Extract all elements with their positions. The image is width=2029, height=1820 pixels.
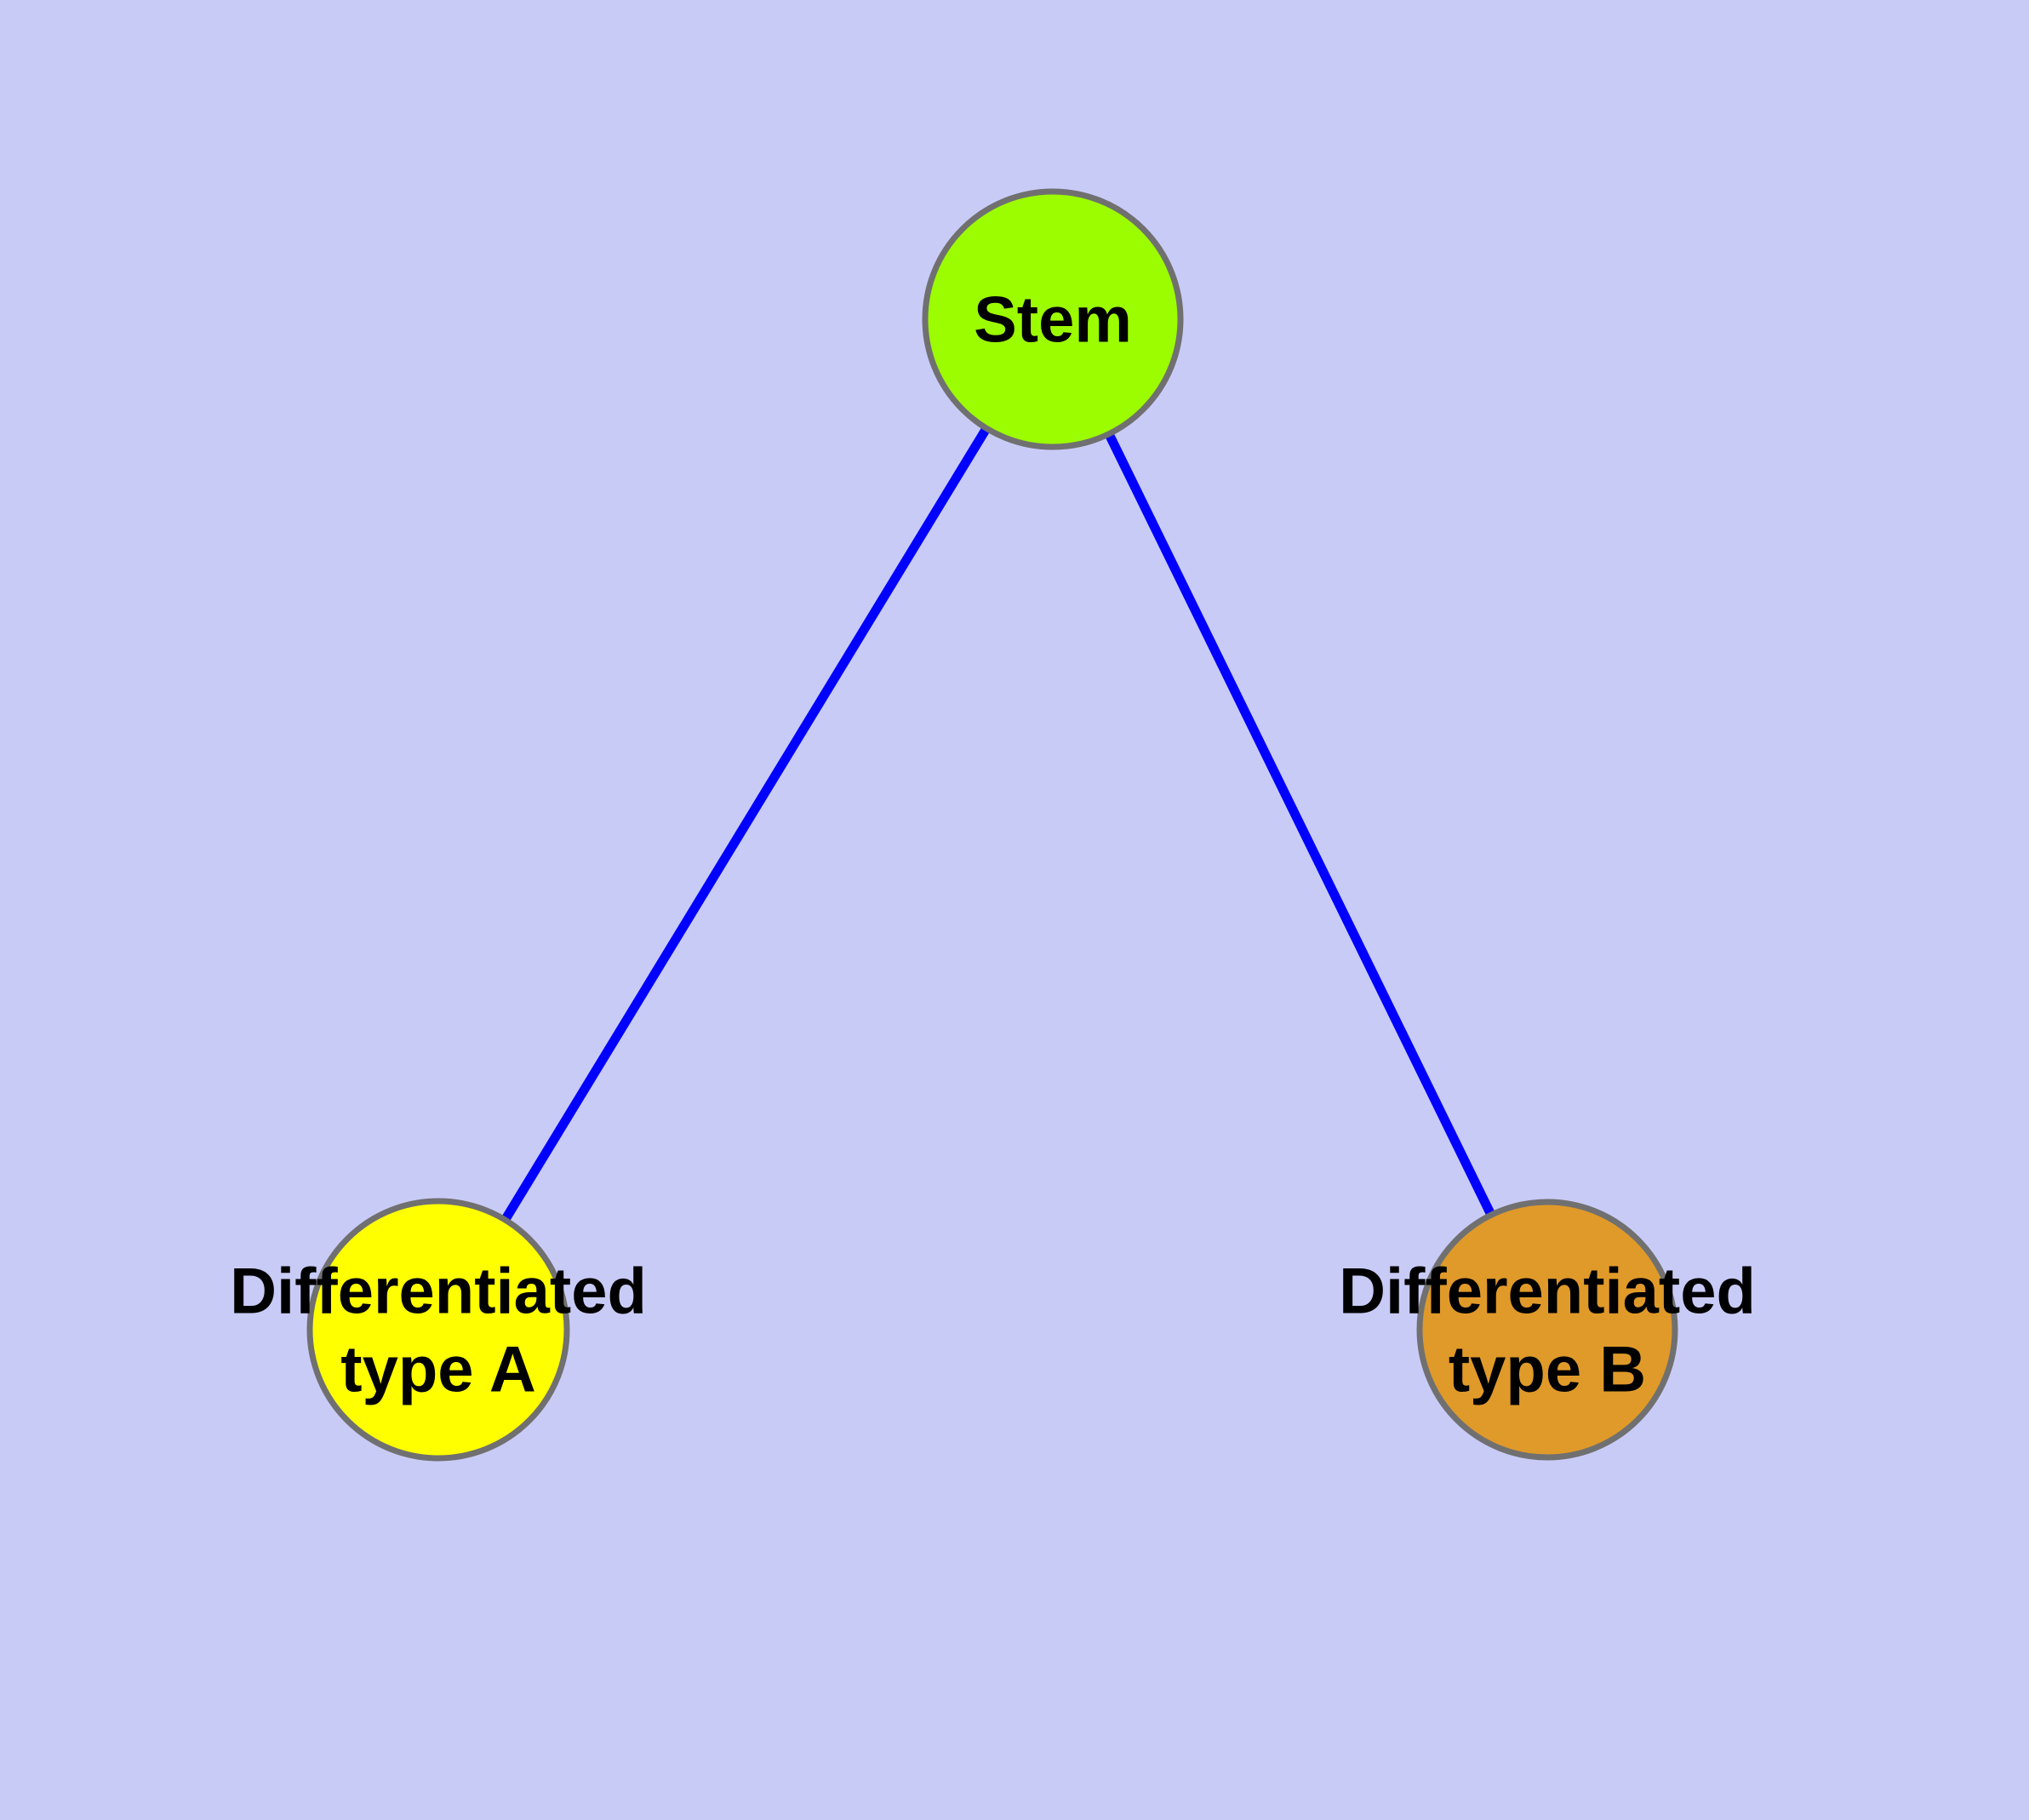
graph-edge-stem-to-b <box>1106 434 1495 1215</box>
node-label-diff_a-line-0: Differentiated <box>230 1256 647 1328</box>
edges-layer <box>502 427 1495 1221</box>
node-label-stem-line-0: Stem <box>974 284 1132 357</box>
node-label-diff_b-line-0: Differentiated <box>1339 1256 1756 1328</box>
node-circle-diff_a[interactable] <box>306 1198 570 1462</box>
node-circle-stem[interactable] <box>922 188 1184 450</box>
graph-edge-stem-to-a <box>502 427 990 1221</box>
node-label-diff_a-line-1: type A <box>340 1334 535 1406</box>
graph-node-stem[interactable]: Stem <box>922 188 1184 450</box>
node-circle-diff_b[interactable] <box>1416 1199 1678 1461</box>
node-label-diff_b-line-1: type B <box>1449 1334 1646 1406</box>
